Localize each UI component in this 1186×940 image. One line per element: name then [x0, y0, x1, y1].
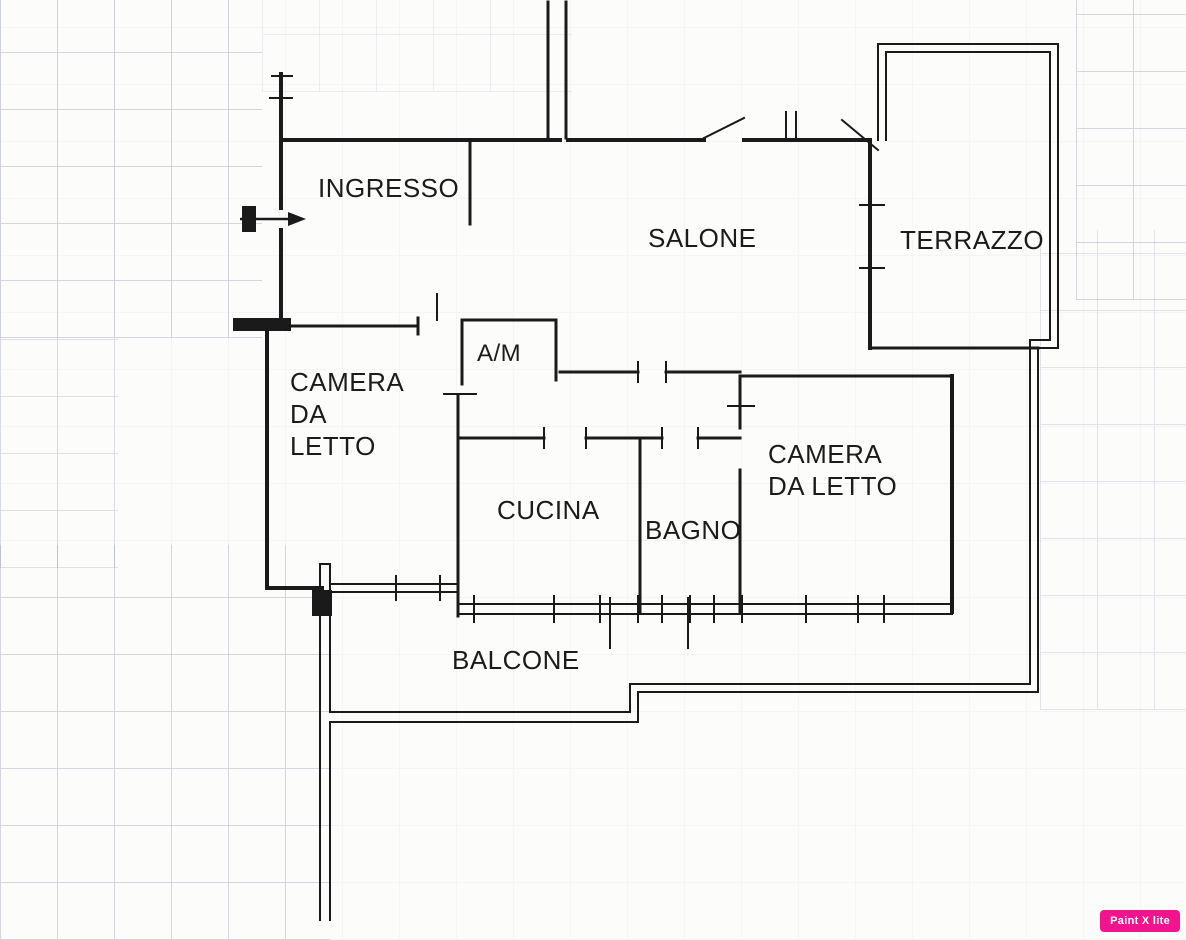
room-label-salone: SALONE [648, 223, 757, 253]
terrace-balcony-railing [319, 43, 1059, 921]
room-label-cucina: CUCINA [497, 495, 600, 525]
room-label-bagno: BAGNO [645, 515, 742, 545]
paint-x-lite-watermark: Paint X lite [1100, 910, 1180, 932]
room-label-camera-sx: CAMERA DA LETTO [290, 367, 405, 461]
room-label-terrazzo: TERRAZZO [900, 225, 1045, 255]
walls-interior [288, 0, 1040, 618]
room-label-am: A/M [477, 340, 522, 367]
room-label-ingresso: INGRESSO [318, 173, 460, 203]
room-label-camera-dx: CAMERA DA LETTO [768, 439, 898, 501]
room-label-balcone: BALCONE [452, 645, 580, 675]
entrance-arrow-head [288, 212, 306, 226]
window-ticks [269, 75, 953, 649]
walls-heavy [265, 72, 954, 614]
